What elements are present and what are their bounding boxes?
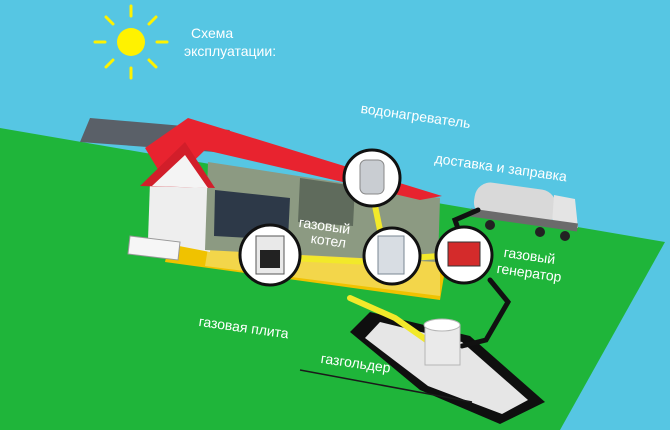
house-porch (127, 235, 181, 261)
gas-tank-icon (423, 318, 461, 366)
sun-icon (93, 4, 169, 80)
generator-callout (434, 225, 494, 285)
diagram-title-line-2: эксплуатации: (184, 43, 277, 59)
water-heater-callout (342, 148, 402, 208)
stove-callout (238, 223, 302, 287)
house-wall-front (148, 182, 215, 252)
boiler-callout (362, 226, 422, 286)
delivery-truck-icon (469, 182, 579, 241)
leader-lines (299, 369, 473, 403)
diagram-title-line-1: Схема (191, 25, 234, 41)
